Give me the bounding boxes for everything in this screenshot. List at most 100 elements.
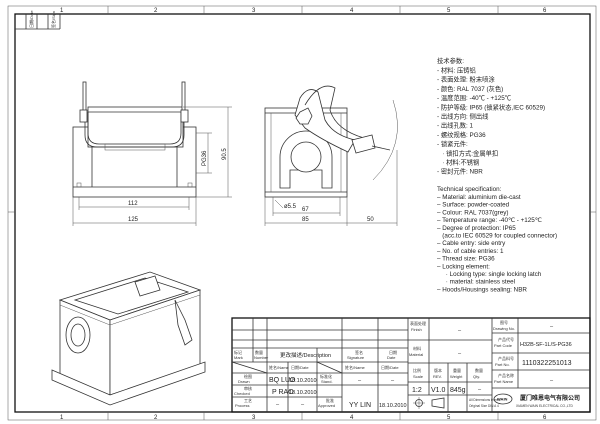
drawing-no-cn: 图号 xyxy=(500,319,508,325)
spec-line: – Degree of protection: IP65 xyxy=(437,225,516,232)
stand-date: – xyxy=(391,378,395,384)
zone-5: 5 xyxy=(447,8,451,14)
description-label: 更改描述/Description xyxy=(280,351,331,359)
process-date: – xyxy=(301,402,305,408)
spec-line: - 表面处理: 粉末喷涂 xyxy=(437,75,495,84)
process-name: – xyxy=(276,402,280,408)
zone-4-bottom: 4 xyxy=(350,415,354,421)
dim-pg36: PG36 xyxy=(202,150,208,166)
part-name-label: Part Name xyxy=(494,379,514,384)
spec-line: · 锁扣方式:金属单扣 xyxy=(437,148,498,157)
zone-2: 2 xyxy=(154,8,158,14)
company-name-en: XIAMEN WAIN ELECTRICAL CO.,LTD xyxy=(516,404,573,408)
rev-label: REV. xyxy=(433,374,442,379)
signature-label: Signature xyxy=(347,355,365,360)
scale-value: 1:2 xyxy=(412,387,422,394)
checked-date: 18.10.2010 xyxy=(289,390,317,396)
spec-line: · material: stainless steel xyxy=(437,279,515,286)
material-value: – xyxy=(458,351,462,357)
number-cn: 数量 xyxy=(255,349,263,355)
zone-2-bottom: 2 xyxy=(154,415,158,421)
part-code-cn: 产品代号 xyxy=(498,336,514,342)
checked-label: Checked xyxy=(234,391,250,396)
logo-text: WAIN xyxy=(497,397,508,402)
spec-line: – Locking element: xyxy=(437,263,490,270)
spec-line: – Cable entry: side entry xyxy=(437,240,506,247)
checked-cn: 审核 xyxy=(244,385,252,391)
date-cn: 日期 xyxy=(389,349,397,355)
spec-line: - 螺纹规格: PG36 xyxy=(437,130,486,139)
spec-line: – Surface: powder-coated xyxy=(437,202,510,209)
signature-cn: 签名 xyxy=(355,349,363,355)
rev-cn: 版本 xyxy=(434,367,442,373)
zone-dividers xyxy=(8,6,596,420)
margin-date-label: 日期/Date xyxy=(28,10,34,28)
stand-label: Stand. xyxy=(321,379,333,384)
dims-note-2: Original Size DIN A 4 xyxy=(469,404,499,408)
spec-line: · Locking type: single locking latch xyxy=(437,271,542,278)
weight-cn: 重量 xyxy=(453,367,461,373)
mark-label: Mark xyxy=(234,355,243,360)
zone-4: 4 xyxy=(350,8,354,14)
spec-line: · 材料:不锈钢 xyxy=(437,158,479,167)
spec-line: - 密封元件: NBR xyxy=(437,167,483,176)
material-cn: 材料 xyxy=(413,345,421,351)
part-no-value: 1110322251013 xyxy=(522,360,572,367)
number-label: Number xyxy=(254,355,269,360)
date-header-left: 日期/Date xyxy=(291,364,309,370)
company-name-cn: 厦门唯恩电气有限公司 xyxy=(520,394,580,402)
dim-125: 125 xyxy=(128,217,139,223)
zone-1-bottom: 1 xyxy=(60,415,64,421)
company-logo: WAIN xyxy=(493,393,513,405)
dim-90-5: 90.5 xyxy=(222,148,228,160)
front-view: 112 125 PG36 90.5 xyxy=(72,81,232,226)
approved-label: Approved xyxy=(318,403,335,408)
spec-line: – Temperature range: -40℃ - +125℃ xyxy=(437,217,542,224)
spec-line: – Thread size: PG36 xyxy=(437,256,495,263)
process-cn: 工艺 xyxy=(244,398,252,403)
dim-hole: ø5.5 xyxy=(284,204,297,210)
dims-note-1: All Dimensions in mm xyxy=(469,398,500,402)
name-header-right: 姓名/Name xyxy=(345,364,366,370)
name-header-left: 姓名/Name xyxy=(269,364,290,370)
drawing-no-value: – xyxy=(550,324,554,330)
spec-line: - 锁紧元件: xyxy=(437,139,468,148)
weight-label: Weight xyxy=(450,374,463,379)
spec-line: – No. of cable entries: 1 xyxy=(437,248,504,255)
mark-cn: 标记 xyxy=(234,349,242,355)
qty-label: Qty. xyxy=(473,374,480,379)
material-label: Material xyxy=(409,352,423,357)
spec-line: (acc.to IEC 60529 for coupled connector) xyxy=(437,233,557,240)
part-name-value: – xyxy=(550,378,554,384)
spec-line: – Hoods/Housings sealing: NBR xyxy=(437,286,527,293)
process-label: Process xyxy=(235,403,249,408)
part-name-cn: 产品名称 xyxy=(498,372,514,378)
drawn-label: Drawn xyxy=(238,379,250,384)
spec-english: Technical specification: – Material: alu… xyxy=(437,186,557,293)
qty-cn: 数量 xyxy=(475,367,483,373)
part-no-cn: 产品料号 xyxy=(498,355,514,361)
spec-line: – Material: aluminium die-cast xyxy=(437,194,521,201)
checked-name: P RAO xyxy=(272,389,294,396)
part-no-label: Part No. xyxy=(495,362,510,367)
title-block: 标记 Mark 数量 Number 更改描述/Description 签名 Si… xyxy=(231,317,591,413)
part-code-label: Part Code xyxy=(494,343,513,348)
zone-3: 3 xyxy=(252,8,256,14)
spec-line: - 防护等级: IP65 (锁紧状态,IEC 60529) xyxy=(437,102,545,111)
date-label: Date xyxy=(387,355,396,360)
spec-en-title: Technical specification: xyxy=(437,186,502,193)
approved-cn: 批准 xyxy=(326,397,334,403)
drawn-cn: 绘图 xyxy=(244,373,252,379)
finish-value: – xyxy=(458,328,462,334)
dim-50: 50 xyxy=(367,217,374,223)
dim-67: 67 xyxy=(302,207,309,213)
qty-value: – xyxy=(478,387,482,393)
side-view: ø5.5 67 85 50 xyxy=(264,85,398,226)
drawn-name: BQ LUO xyxy=(269,377,296,384)
dim-112: 112 xyxy=(128,201,138,207)
margin-label-box: 日期/Date 签名/Sign xyxy=(15,10,61,30)
spec-chinese: 技术参数: - 材料: 压铸铝- 表面处理: 粉末喷涂- 颜色: RAL 703… xyxy=(437,56,545,176)
scale-cn: 比例 xyxy=(413,367,421,373)
date-header-right: 日期/Date xyxy=(381,364,399,370)
